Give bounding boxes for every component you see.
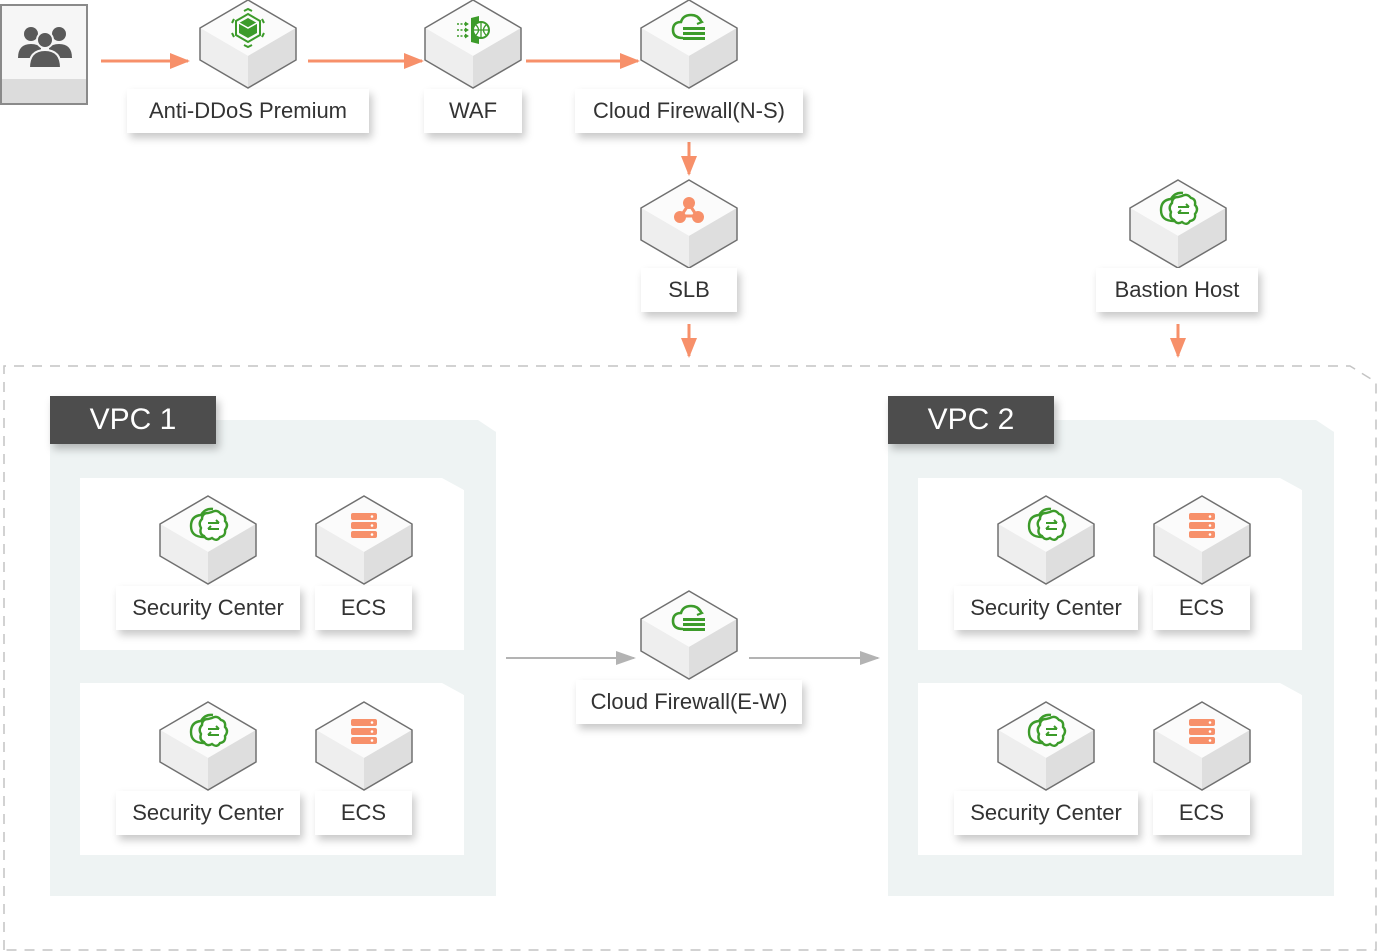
waf-shield-icon bbox=[457, 16, 490, 44]
vpc-2-subnet-2-security-center-label: Security Center bbox=[954, 791, 1138, 835]
internet-users-node[interactable] bbox=[0, 4, 88, 105]
vpc-2-title: VPC 2 bbox=[888, 396, 1054, 444]
slb-label: SLB bbox=[641, 268, 737, 312]
bastion-host-label: Bastion Host bbox=[1096, 268, 1258, 312]
vpc-1-title: VPC 1 bbox=[50, 396, 216, 444]
cloud-firewall-ns-label: Cloud Firewall(N-S) bbox=[575, 89, 803, 133]
ecs-server-icon bbox=[351, 513, 377, 538]
vpc-1-subnet-2-ecs-node[interactable] bbox=[315, 701, 413, 791]
vpc-1-subnet-1-ecs-node[interactable] bbox=[315, 495, 413, 585]
vpc-2-subnet-1-security-center-node[interactable] bbox=[997, 495, 1095, 585]
anti-ddos-label: Anti-DDoS Premium bbox=[127, 89, 369, 133]
vpc-1-subnet-2-security-center-label: Security Center bbox=[116, 791, 300, 835]
users-icon bbox=[18, 27, 72, 69]
waf-label: WAF bbox=[424, 89, 522, 133]
anti-ddos-node[interactable] bbox=[199, 0, 297, 89]
ecs-server-icon bbox=[351, 719, 377, 744]
slb-node[interactable] bbox=[640, 179, 738, 269]
vpc-1-subnet-2-ecs-label: ECS bbox=[315, 791, 412, 835]
load-balancer-icon bbox=[674, 197, 704, 223]
anti-ddos-cube-icon bbox=[231, 7, 265, 49]
vpc-2-subnet-1-security-center-label: Security Center bbox=[954, 586, 1138, 630]
vpc-2-subnet-1-ecs-node[interactable] bbox=[1153, 495, 1251, 585]
vpc-2-subnet-2-ecs-node[interactable] bbox=[1153, 701, 1251, 791]
vpc-1-subnet-1-security-center-node[interactable] bbox=[159, 495, 257, 585]
cloud-firewall-ew-node[interactable] bbox=[640, 590, 738, 680]
vpc-2-subnet-2-ecs-label: ECS bbox=[1153, 791, 1250, 835]
cloud-firewall-ew-label: Cloud Firewall(E-W) bbox=[576, 680, 802, 724]
vpc-1-subnet-2-security-center-node[interactable] bbox=[159, 701, 257, 791]
bastion-host-node[interactable] bbox=[1129, 179, 1227, 269]
vpc-1-subnet-1-ecs-label: ECS bbox=[315, 586, 412, 630]
ecs-server-icon bbox=[1189, 719, 1215, 744]
ecs-server-icon bbox=[1189, 513, 1215, 538]
waf-node[interactable] bbox=[424, 0, 522, 89]
cloud-firewall-ns-node[interactable] bbox=[640, 0, 738, 89]
internet-users-footer bbox=[2, 79, 86, 103]
vpc-2-subnet-1-ecs-label: ECS bbox=[1153, 586, 1250, 630]
vpc-1-subnet-1-security-center-label: Security Center bbox=[116, 586, 300, 630]
vpc-2-subnet-2-security-center-node[interactable] bbox=[997, 701, 1095, 791]
